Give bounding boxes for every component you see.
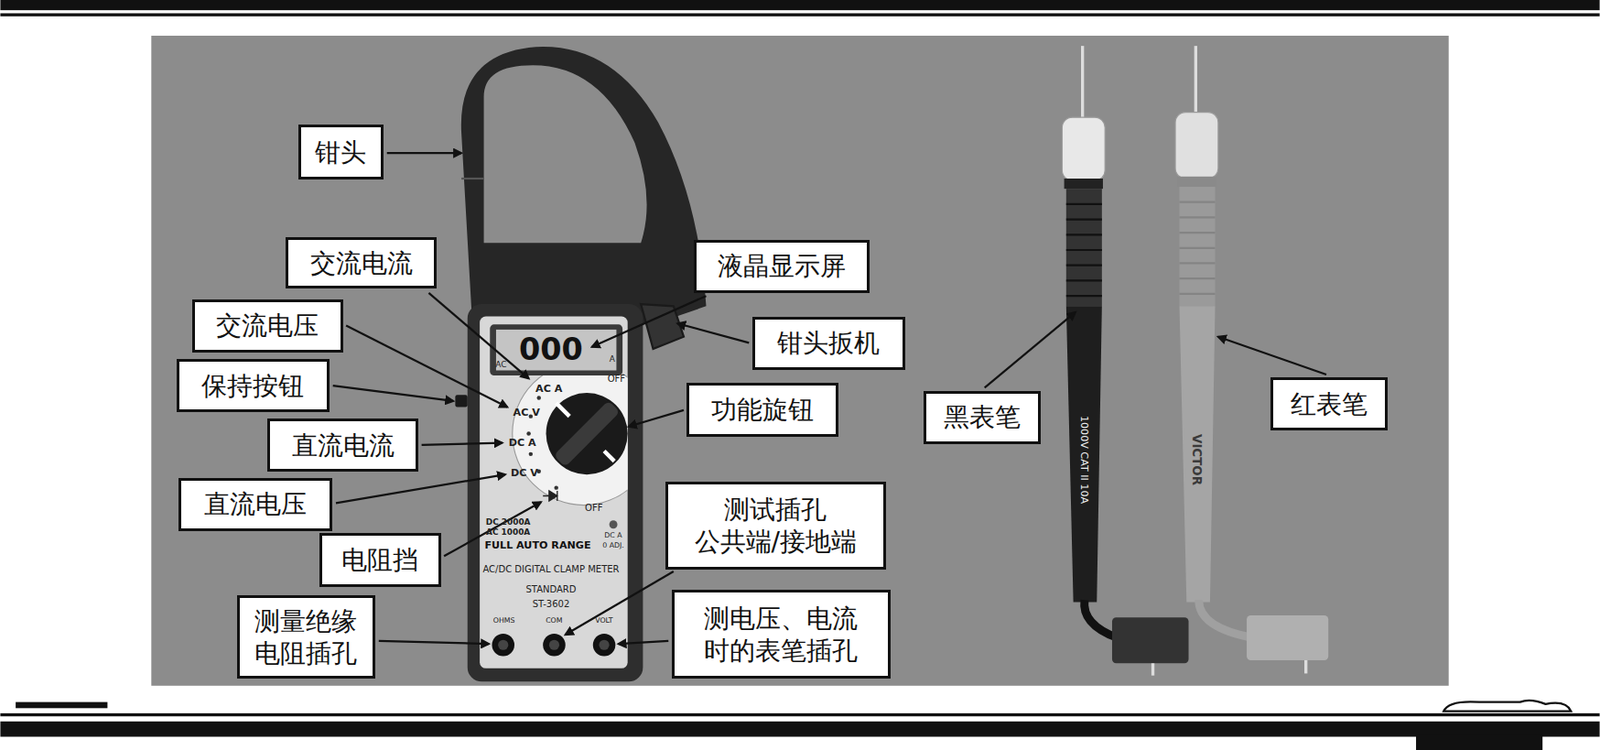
printed-marking: 0 ADJ. [602, 542, 625, 551]
printed-marking: OHMS [493, 616, 516, 625]
printed-marking: ST-3602 [532, 599, 571, 609]
diode-symbol [542, 490, 558, 501]
callout-text: 黑表笔 [943, 400, 1021, 433]
lcd-bezel [489, 324, 623, 376]
dial-area [512, 362, 628, 506]
callout-box: 红表笔 [1270, 377, 1388, 431]
callout-box: 交流电压 [192, 299, 344, 353]
callout-text: 直流电压 [204, 487, 307, 520]
printed-marking: OFF [584, 503, 603, 513]
frame-bar [1416, 734, 1543, 750]
jaw-seam [461, 177, 485, 180]
callout-box: 钳头扳机 [752, 316, 906, 370]
lcd-screen [496, 329, 617, 371]
callout-text: 测电压、电流 时的表笔插孔 [698, 602, 864, 667]
printed-marking: AC V [513, 408, 541, 419]
printed-marking: VOLT [594, 616, 613, 625]
callout-text: 直流电流 [291, 429, 395, 462]
callout-box: 直流电流 [267, 418, 419, 472]
callout-text: 液晶显示屏 [717, 249, 846, 282]
black-probe [1061, 45, 1189, 676]
callout-text: 功能旋钮 [711, 393, 814, 426]
printed-marking: AC/DC DIGITAL CLAMP METER [482, 564, 619, 574]
printed-marking: DC A [604, 531, 622, 540]
function-knob [546, 392, 628, 475]
red-probe [1175, 45, 1329, 673]
knob-grip [553, 400, 620, 466]
printed-marking: STANDARD [525, 584, 576, 595]
callout-box: 液晶显示屏 [693, 239, 870, 293]
callout-box: 钳头 [298, 124, 385, 180]
callout-text: 钳头扳机 [777, 326, 880, 359]
printed-marking: 1000V CAT II 10A [1078, 415, 1089, 504]
frame-bar [0, 0, 1600, 11]
jaw-trigger [640, 303, 684, 349]
printed-marking: DC A [508, 437, 537, 448]
leader-lines [333, 152, 1327, 644]
printed-marking: A [609, 355, 616, 364]
photo-panel [151, 35, 1449, 686]
printed-marking: FULL AUTO RANGE [484, 540, 591, 552]
knob-pointer [556, 402, 570, 416]
printed-marking: COM [545, 616, 563, 625]
callout-text: 测量绝缘 电阻插孔 [250, 605, 361, 670]
printed-marking: VICTOR [1189, 433, 1202, 486]
printed-marking: OFF [607, 374, 626, 384]
printed-marking: DC 2000A [486, 517, 531, 526]
callout-box: 功能旋钮 [686, 382, 839, 437]
callout-text: 保持按钮 [201, 369, 304, 402]
printed-marking: AC [495, 360, 507, 369]
callout-text: 测试插孔 公共端/接地端 [683, 493, 867, 558]
callout-text: 钳头 [314, 136, 367, 169]
callout-box: 黑表笔 [923, 390, 1041, 444]
callout-text: 交流电流 [310, 247, 413, 280]
callout-box: 交流电流 [285, 237, 437, 290]
printed-marking: AC A [535, 383, 563, 394]
input-jacks [491, 633, 616, 657]
frame-bar [0, 721, 1600, 737]
callout-box: 测试插孔 公共端/接地端 [665, 481, 887, 570]
frame-bar [15, 702, 108, 709]
knob-pointer [604, 451, 615, 462]
hold-button [454, 394, 467, 407]
frame-bar [0, 12, 1600, 16]
clamp-jaw [461, 46, 707, 325]
callout-text: 电阻挡 [341, 543, 419, 576]
printed-marking: AC 1000A [486, 527, 530, 536]
callout-box: 保持按钮 [176, 358, 330, 412]
callout-box: 测量绝缘 电阻插孔 [237, 594, 377, 679]
callout-box: 测电压、电流 时的表笔插孔 [671, 589, 892, 679]
callout-box: 电阻挡 [319, 532, 442, 587]
callout-text: 红表笔 [1290, 388, 1368, 421]
callout-box: 直流电压 [178, 477, 333, 531]
printed-marking: DC V [510, 468, 539, 479]
callout-text: 交流电压 [216, 309, 319, 342]
frame-bar [0, 713, 1600, 716]
printed-marking: 000 [518, 335, 584, 366]
corner-ornament [1443, 700, 1571, 712]
zero-adjust [609, 519, 618, 529]
